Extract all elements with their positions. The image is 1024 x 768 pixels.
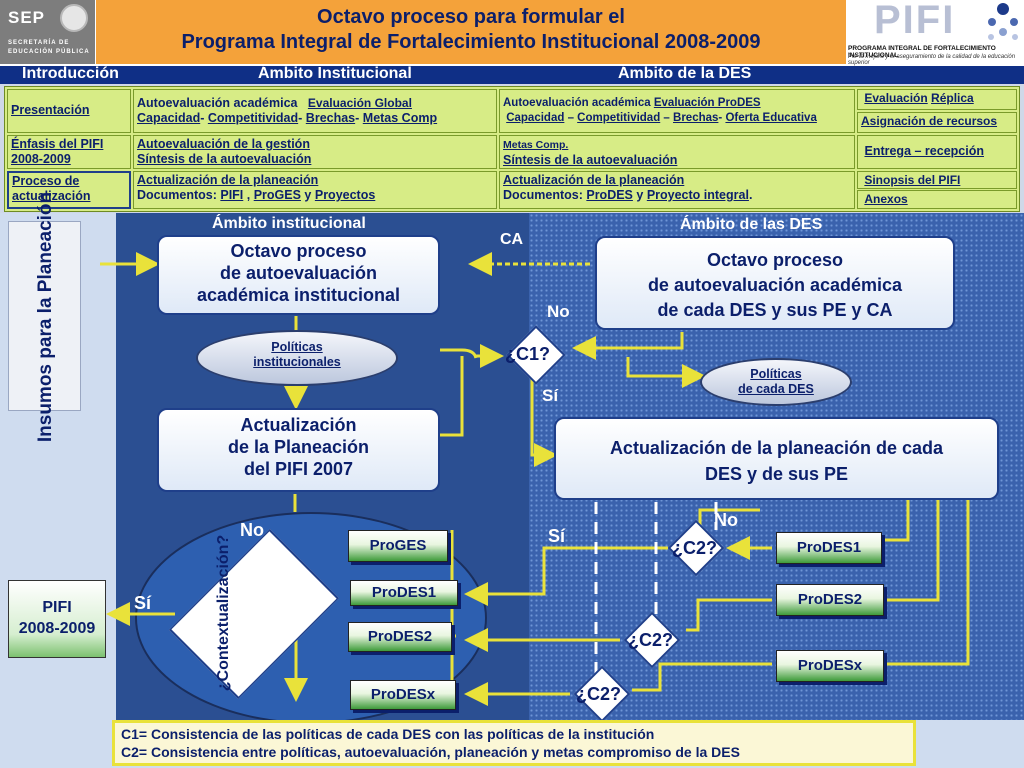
insumos-label: Insumos para la Planeación — [35, 191, 56, 443]
doc-prodes2-left[interactable]: ProDES2 — [348, 622, 452, 652]
title-line-2: Programa Integral de Fortalecimiento Ins… — [181, 31, 761, 53]
pifi-document[interactable]: PIFI 2008-2009 — [8, 580, 106, 658]
nav-proceso-actualizacion[interactable]: Proceso de actualización — [7, 171, 131, 209]
pifi-people-icon — [988, 3, 1018, 40]
nav-asignacion[interactable]: Asignación de recursos — [857, 112, 1017, 133]
navigation-table: Presentación Énfasis del PIFI 2008-2009 … — [4, 86, 1020, 212]
label-no-c1: No — [547, 302, 570, 321]
actualizacion-des-box[interactable]: Actualización de la planeación de cada D… — [554, 417, 999, 500]
link-actualizacion-inst[interactable]: Actualización de la planeación — [137, 173, 319, 187]
legend-c1: C1= Consistencia de las políticas de cad… — [121, 726, 655, 742]
label-ca: CA — [500, 231, 524, 248]
link-oferta-educativa[interactable]: Oferta Educativa — [725, 112, 817, 124]
link-competitividad-des[interactable]: Competitividad — [577, 112, 661, 124]
link-sintesis-inst[interactable]: Síntesis de la autoevaluación — [137, 152, 312, 166]
pifi-logo-subtitle: PROGRAMA INTEGRAL DE FORTALECIMIENTO INS… — [848, 45, 996, 59]
doc-prodes2-right[interactable]: ProDES2 — [776, 584, 884, 616]
legend-c2: C2= Consistencia entre políticas, autoev… — [121, 744, 740, 760]
c2-label-2: ¿C2? — [628, 630, 673, 650]
doc-prodesx-right[interactable]: ProDESx — [776, 650, 884, 682]
c2-label-3: ¿C2? — [576, 684, 621, 704]
legend-box: C1= Consistencia de las políticas de cad… — [112, 720, 916, 766]
c2-label-1: ¿C2? — [672, 538, 717, 558]
label-no-c2: No — [714, 510, 738, 530]
link-autoeval-gestion[interactable]: Autoevaluación de la gestión — [137, 137, 310, 151]
link-capacidad-inst[interactable]: Capacidad — [137, 111, 201, 125]
nav-ambito-institucional[interactable]: Ámbito Institucional — [258, 65, 412, 82]
nav-ambito-des[interactable]: Ámbito de la DES — [618, 65, 752, 82]
link-pifi[interactable]: PIFI — [220, 188, 244, 202]
page-title: Octavo proceso para formular el Programa… — [96, 0, 846, 64]
label-si-c1: Sí — [542, 386, 559, 405]
pifi-logo-tagline: Por la mejora y el aseguramiento de la c… — [848, 54, 1016, 66]
title-line-1: Octavo proceso para formular el — [317, 6, 625, 28]
link-sintesis-des[interactable]: Síntesis de la autoevaluación — [503, 153, 678, 167]
c1-label: ¿C1? — [505, 344, 550, 364]
sep-logo-subtitle: SECRETARÍA DE EDUCACIÓN PÚBLICA — [8, 40, 90, 55]
doc-proges[interactable]: ProGES — [348, 530, 448, 562]
octavo-proceso-des-box[interactable]: Octavo proceso de autoevaluación académi… — [595, 236, 955, 330]
link-proges[interactable]: ProGES — [253, 188, 301, 202]
doc-prodesx-left[interactable]: ProDESx — [350, 680, 456, 710]
doc-prodes1-right[interactable]: ProDES1 — [776, 532, 882, 564]
link-evaluacion[interactable]: Evaluación — [864, 91, 928, 105]
insumos-box: Insumos para la Planeación — [8, 192, 81, 442]
link-replica[interactable]: Réplica — [931, 91, 974, 105]
nav-des-row3: Actualización de la planeación Documento… — [499, 171, 855, 209]
sep-logo: SEP SECRETARÍA DE EDUCACIÓN PÚBLICA — [0, 0, 95, 64]
nav-inst-row1: Autoevaluación académica Evaluación Glob… — [133, 89, 497, 133]
link-evaluacion-prodes[interactable]: Evaluación ProDES — [653, 97, 761, 109]
link-competitividad-inst[interactable]: Competitividad — [207, 111, 299, 125]
mexico-seal-icon — [60, 4, 88, 32]
label-ambito-des: Ámbito de las DES — [680, 216, 823, 233]
nav-des-row1: Autoevaluación académica Evaluación ProD… — [499, 89, 855, 133]
octavo-proceso-inst-box[interactable]: Octavo proceso de autoevaluación académi… — [157, 235, 440, 315]
link-capacidad-des[interactable]: Capacidad — [506, 112, 565, 124]
pifi-logo: PIFI PROGRAMA INTEGRAL DE FORTALECIMIENT… — [846, 0, 1024, 66]
link-metas-des[interactable]: Metas Comp. — [503, 139, 569, 151]
sep-logo-text: SEP — [8, 8, 46, 27]
doc-prodes1-left[interactable]: ProDES1 — [350, 580, 458, 606]
link-actualizacion-des[interactable]: Actualización de la planeación — [503, 173, 685, 187]
nav-evaluacion-replica: Evaluación Réplica — [857, 89, 1017, 110]
link-brechas-des[interactable]: Brechas — [673, 112, 719, 124]
link-proyecto-integral[interactable]: Proyecto integral — [646, 188, 749, 202]
link-proyectos[interactable]: Proyectos — [314, 188, 376, 202]
label-no-context: No — [240, 520, 264, 540]
label-si-c2: Sí — [548, 526, 566, 546]
nav-sinopsis[interactable]: Sinopsis del PIFI — [857, 171, 1017, 189]
link-prodes[interactable]: ProDES — [586, 188, 633, 202]
nav-inst-row2: Autoevaluación de la gestión Síntesis de… — [133, 135, 497, 169]
link-brechas-inst[interactable]: Brechas — [305, 111, 356, 125]
link-evaluacion-global[interactable]: Evaluación Global — [307, 96, 412, 110]
label-ambito-institucional: Ámbito institucional — [212, 215, 366, 232]
nav-anexos[interactable]: Anexos — [857, 190, 1017, 209]
nav-introduccion[interactable]: Introducción — [22, 65, 119, 82]
label-si-context: Sí — [134, 593, 152, 613]
nav-entrega[interactable]: Entrega – recepción — [857, 135, 1017, 169]
nav-inst-row3: Actualización de la planeación Documento… — [133, 171, 497, 209]
pifi-logo-text: PIFI — [874, 0, 956, 42]
nav-enfasis[interactable]: Énfasis del PIFI 2008-2009 — [7, 135, 131, 169]
nav-des-row2: Metas Comp. Síntesis de la autoevaluació… — [499, 135, 855, 169]
nav-presentacion[interactable]: Presentación — [7, 89, 131, 133]
navbar: Introducción Ámbito Institucional Ámbito… — [0, 65, 1024, 84]
actualizacion-inst-box[interactable]: Actualización de la Planeación del PIFI … — [157, 408, 440, 492]
header: SEP SECRETARÍA DE EDUCACIÓN PÚBLICA Octa… — [0, 0, 1024, 66]
link-metas-inst[interactable]: Metas Comp — [362, 111, 438, 125]
contextualizacion-label: ¿Contextualización? — [215, 534, 232, 692]
